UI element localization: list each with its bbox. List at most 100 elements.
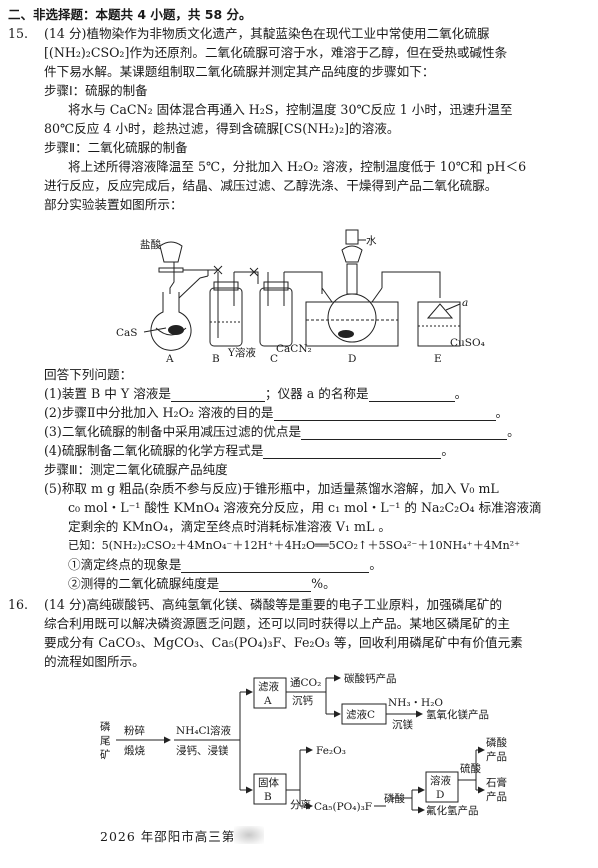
q15-sub3-text: (3)二氧化硫脲的制备中采用减压过滤的优点是 — [44, 424, 302, 439]
answer-blank-3[interactable] — [301, 426, 508, 440]
q15-sub5-q1: ①滴定终点的现象是 。 — [68, 556, 382, 573]
answer-blank-y[interactable] — [170, 388, 265, 402]
flow-product-h3po4-2: 产品 — [486, 750, 507, 763]
q15-sub5-q2-text: ②测得的二氧化硫脲纯度是 — [68, 576, 220, 591]
flow-nh4cl-bottom: 浸钙、浸镁 — [176, 744, 229, 757]
flow-raw-3: 矿 — [100, 748, 111, 761]
q15-intro-2: [(NH₂)₂CSO₂]作为还原剂。二氧化硫脲可溶于水，难溶于乙醇，但在受热或碱… — [44, 45, 508, 60]
letter-c: C — [270, 353, 278, 364]
flow-raw-2: 尾 — [100, 735, 111, 747]
flow-solution-d-1: 溶液 — [430, 774, 451, 787]
apparatus-d: 水 CaCN₂ D — [276, 229, 399, 365]
section-title: 二、非选择题：本题共 4 小题，共 58 分。 — [8, 7, 252, 22]
flow-mgoh2: 氢氧化镁产品 — [426, 708, 489, 721]
label-cas: CaS — [116, 327, 138, 339]
q15-step2-text-1: 将上述所得溶液降温至 5℃，分批加入 H₂O₂ 溶液，控制温度低于 10℃和 p… — [68, 159, 527, 174]
apparatus-c: C — [259, 272, 293, 365]
q15-number: 15. — [8, 26, 29, 41]
flow-product-gypsum-1: 石膏 — [486, 776, 507, 789]
flow-filtrate-c: 滤液C — [346, 708, 375, 721]
flow-hf: 氟化氢产品 — [426, 804, 479, 817]
q15-sub5-q2-end: %。 — [311, 576, 336, 591]
flow-solid-b-1: 固体 — [258, 777, 279, 789]
label-y: Y溶液 — [227, 346, 256, 359]
q15-sub1: (1)装置 B 中 Y 溶液是 ；仪器 a 的名称是 。 — [44, 385, 467, 402]
q16-intro-1: (14 分)高纯碳酸钙、高纯氢氧化镁、磷酸等是重要的电子工业原料，加强磷尾矿的 — [44, 597, 503, 612]
apparatus-diagram: 盐酸 CaS A B Y溶液 — [110, 222, 490, 365]
flow-solution-d-2: D — [436, 789, 444, 801]
label-water: 水 — [366, 235, 377, 247]
flow-solid-b-2: B — [264, 791, 272, 803]
letter-b: B — [212, 353, 220, 364]
q15-sub4: (4)硫脲制备二氧化硫脲的化学方程式是 。 — [44, 442, 454, 459]
q15-intro-1: (14 分)植物染作为非物质文化遗产，其靛蓝染色在现代工业中常使用二氧化硫脲 — [44, 26, 490, 41]
answer-blank-5-2[interactable] — [219, 578, 312, 592]
letter-a: A — [165, 353, 174, 364]
q15-sub1-end: 。 — [454, 386, 468, 401]
q15-sub5-2: c₀ mol・L⁻¹ 酸性 KMnO₄ 溶液充分反应，用 c₁ mol・L⁻¹ … — [68, 500, 542, 515]
flow-raw-1: 磷 — [100, 720, 111, 733]
q15-sub5-q1-end: 。 — [369, 557, 382, 572]
flow-apatite: Ca₅(PO₄)₃F — [314, 801, 372, 813]
q15-sub5-q1-text: ①滴定终点的现象是 — [68, 557, 182, 572]
flow-nh3-top: NH₃・H₂O — [388, 697, 443, 709]
label-a: a — [462, 297, 468, 309]
q15-step3-title: 步骤Ⅲ：测定二氧化硫脲产品纯度 — [44, 462, 228, 477]
apparatus-e: a CuSO₄ E — [417, 297, 485, 365]
flow-filtrate-a-2: A — [263, 695, 272, 707]
flow-sulfuric: 硫酸 — [460, 762, 481, 775]
label-cuso4: CuSO₄ — [450, 337, 485, 349]
flow-nh3-bottom: 沉镁 — [392, 718, 413, 731]
flow-caco3: 碳酸钙产品 — [344, 672, 397, 685]
label-hcl: 盐酸 — [140, 238, 161, 251]
q15-sub4-end: 。 — [441, 443, 454, 458]
answer-blank-2[interactable] — [273, 407, 496, 421]
flow-box-filtrate-a — [253, 677, 287, 709]
letter-d: D — [348, 353, 356, 364]
q15-sub2-end: 。 — [495, 405, 509, 420]
flow-co2-top: 通CO₂ — [290, 677, 321, 689]
q15-intro-3: 件下易水解。某课题组制取二氧化硫脲并测定其产品纯度的步骤如下： — [44, 64, 435, 79]
q15-sub5-3: 定剩余的 KMnO₄，滴定至终点时消耗标准溶液 V₁ mL 。 — [68, 519, 391, 534]
flow-filtrate-a-1: 滤液 — [258, 680, 279, 693]
q15-sub5-1: (5)称取 m g 粗品(杂质不参与反应)于锥形瓶中，加适量蒸馏水溶解，加入 V… — [44, 481, 499, 496]
scan-smudge — [234, 826, 264, 844]
q15-sub1-part-b: ；仪器 a 的名称是 — [264, 386, 369, 401]
q15-sub4-text: (4)硫脲制备二氧化硫脲的化学方程式是 — [44, 443, 264, 458]
q16-intro-3: 要成分有 CaCO₃、MgCO₃、Ca₅(PO₄)₃F、Fe₂O₃ 等，回收利用… — [44, 635, 523, 650]
q15-step1-title: 步骤Ⅰ：硫脲的制备 — [44, 83, 148, 98]
q15-step2-text-2: 进行反应，反应完成后，结晶、减压过滤、乙醇洗涤、干燥得到产品二氧化硫脲。 — [44, 178, 498, 193]
flow-crush-top: 粉碎 — [124, 724, 145, 737]
q15-step1-text-1: 将水与 CaCN₂ 固体混合再通入 H₂S，控制温度 30℃反应 1 小时，迅速… — [68, 102, 513, 117]
q15-sub3: (3)二氧化硫脲的制备中采用减压过滤的优点是 。 — [44, 423, 520, 440]
q16-intro-4: 的流程如图所示。 — [44, 654, 145, 669]
flow-box-solution-d — [425, 771, 459, 803]
q15-step1-text-2: 80℃反应 4 小时，趁热过滤，得到含硫脲[CS(NH₂)₂]的溶液。 — [44, 121, 400, 136]
q15-sub2-text: (2)步骤Ⅱ中分批加入 H₂O₂ 溶液的目的是 — [44, 405, 274, 420]
process-flowchart: 磷 尾 矿 粉碎 煅烧 NH₄Cl溶液 浸钙、浸镁 滤液 A 通CO₂ 沉钙 碳… — [94, 670, 564, 820]
q16-intro-2: 综合利用既可以解决磷资源匮乏问题，还可以同时获得以上产品。某地区磷尾矿的主 — [44, 616, 510, 631]
letter-e: E — [434, 353, 442, 364]
flow-product-gypsum-2: 产品 — [486, 790, 507, 803]
answer-blank-4[interactable] — [263, 445, 442, 459]
q15-sub2: (2)步骤Ⅱ中分批加入 H₂O₂ 溶液的目的是 。 — [44, 404, 508, 421]
flow-box-solid-b — [253, 773, 287, 805]
apparatus-a: 盐酸 CaS A — [116, 238, 201, 365]
q15-known-equation: 已知：5(NH₂)₂CSO₂＋4MnO₄⁻＋12H⁺＋4H₂O══5CO₂↑＋5… — [68, 539, 521, 552]
answer-blank-a[interactable] — [368, 388, 455, 402]
page-footer: 2026 年邵阳市高三第 — [100, 829, 236, 844]
q16-number: 16. — [8, 597, 29, 612]
q15-answer-intro: 回答下列问题： — [44, 367, 133, 382]
flow-co2-bottom: 沉钙 — [292, 694, 313, 707]
q15-step2-text-3: 部分实验装置如图所示： — [44, 197, 183, 212]
flow-nh4cl-top: NH₄Cl溶液 — [176, 724, 231, 737]
q15-sub5-q2: ②测得的二氧化硫脲纯度是 %。 — [68, 575, 336, 592]
flow-crush-bottom: 煅烧 — [124, 744, 145, 757]
q15-sub3-end: 。 — [507, 424, 520, 439]
flow-fe2o3: Fe₂O₃ — [316, 745, 346, 757]
flow-product-h3po4-1: 磷酸 — [486, 736, 507, 749]
q15-sub1-part-a: (1)装置 B 中 Y 溶液是 — [44, 386, 171, 401]
answer-blank-5-1[interactable] — [181, 559, 370, 573]
label-cacn2: CaCN₂ — [276, 343, 312, 355]
